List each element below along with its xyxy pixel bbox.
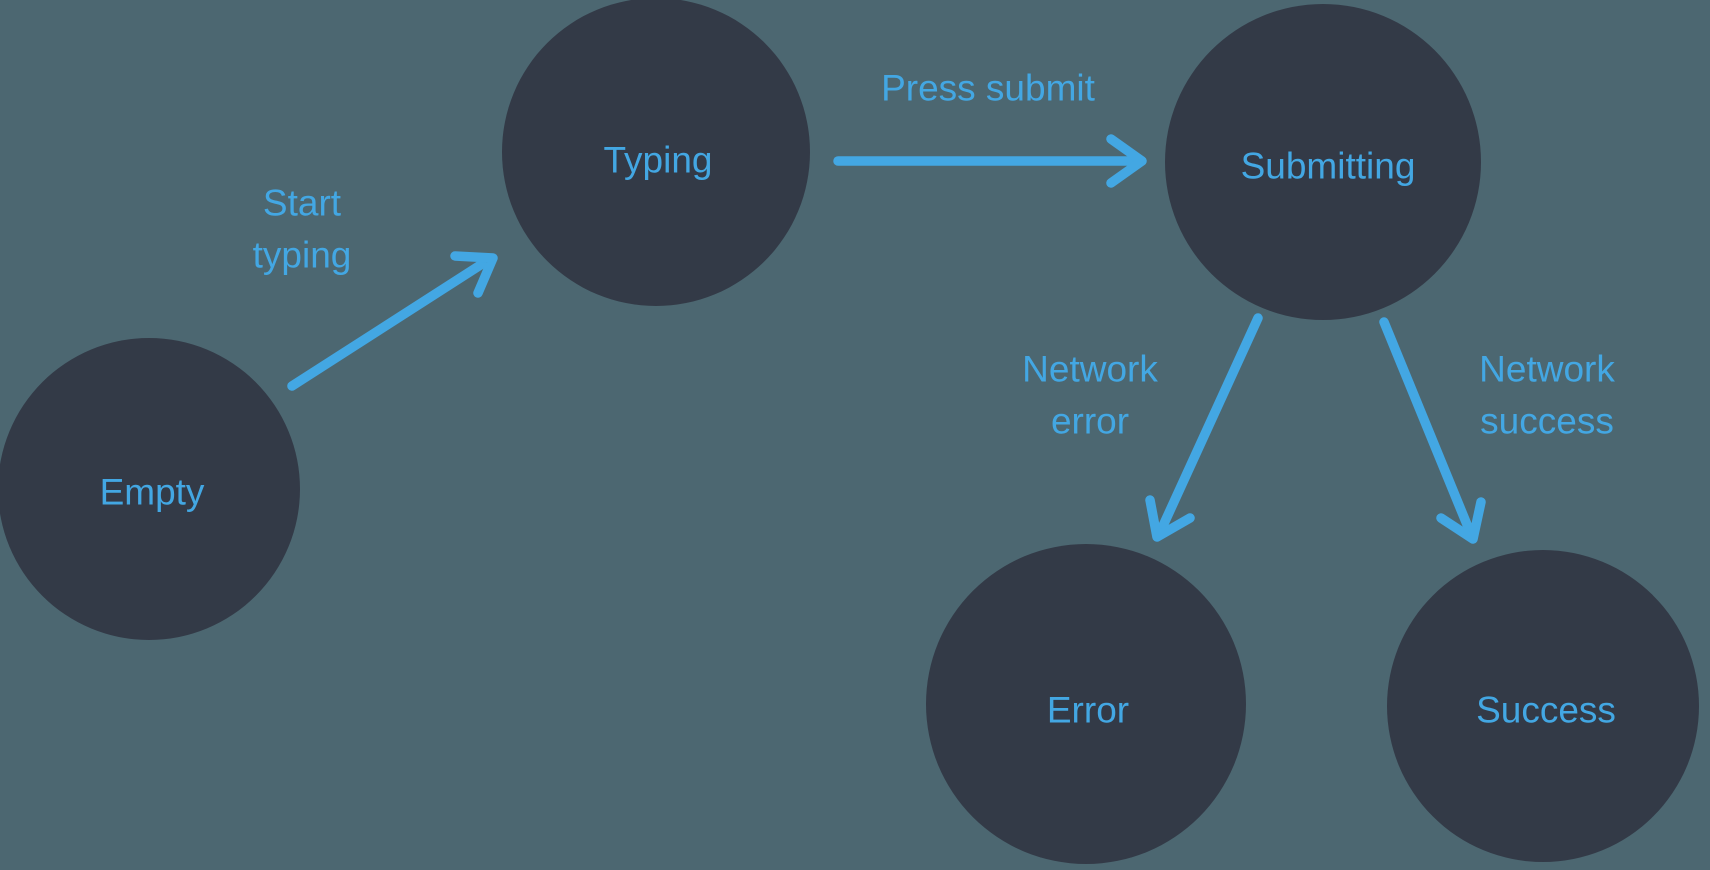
- arrow-line-network-error: [1157, 313, 1263, 533]
- state-node-error: Error: [926, 544, 1246, 864]
- state-circle-typing: [502, 0, 810, 306]
- state-node-success: Success: [1387, 550, 1699, 862]
- transition-label-start-typing-line2: typing: [253, 235, 352, 276]
- transition-label-network-error-line2: error: [1051, 401, 1129, 442]
- state-circle-error: [926, 544, 1246, 864]
- arrowhead-start-typing-icon: [450, 251, 498, 298]
- transition-network-success: Network success: [1379, 317, 1615, 544]
- state-node-typing: Typing: [502, 0, 810, 306]
- arrow-line-network-success: [1379, 317, 1473, 532]
- state-label-error: Error: [1047, 690, 1129, 731]
- transition-label-press-submit: Press submit: [881, 68, 1096, 109]
- state-label-success: Success: [1476, 690, 1616, 731]
- transition-label-network-success-line1: Network: [1479, 349, 1615, 390]
- state-circle-success: [1387, 550, 1699, 862]
- arrow-line-start-typing: [287, 259, 487, 391]
- transition-label-network-success-line2: success: [1480, 401, 1614, 442]
- state-circle-empty: [0, 338, 300, 640]
- state-label-typing: Typing: [603, 140, 712, 181]
- transition-start-typing: Start typing: [253, 183, 498, 391]
- state-label-empty: Empty: [100, 472, 205, 513]
- state-circle-submitting: [1165, 4, 1481, 320]
- state-label-submitting: Submitting: [1241, 146, 1416, 187]
- state-node-submitting: Submitting: [1165, 4, 1481, 320]
- arrowhead-network-success-icon: [1436, 497, 1486, 544]
- transition-label-network-error-line1: Network: [1022, 349, 1158, 390]
- arrowhead-network-error-icon: [1145, 495, 1195, 542]
- transition-press-submit: Press submit: [833, 68, 1147, 188]
- arrowhead-press-submit-icon: [1106, 134, 1147, 188]
- state-node-empty: Empty: [0, 338, 300, 640]
- transition-label-start-typing-line1: Start: [263, 183, 342, 224]
- transition-network-error: Network error: [1022, 313, 1263, 542]
